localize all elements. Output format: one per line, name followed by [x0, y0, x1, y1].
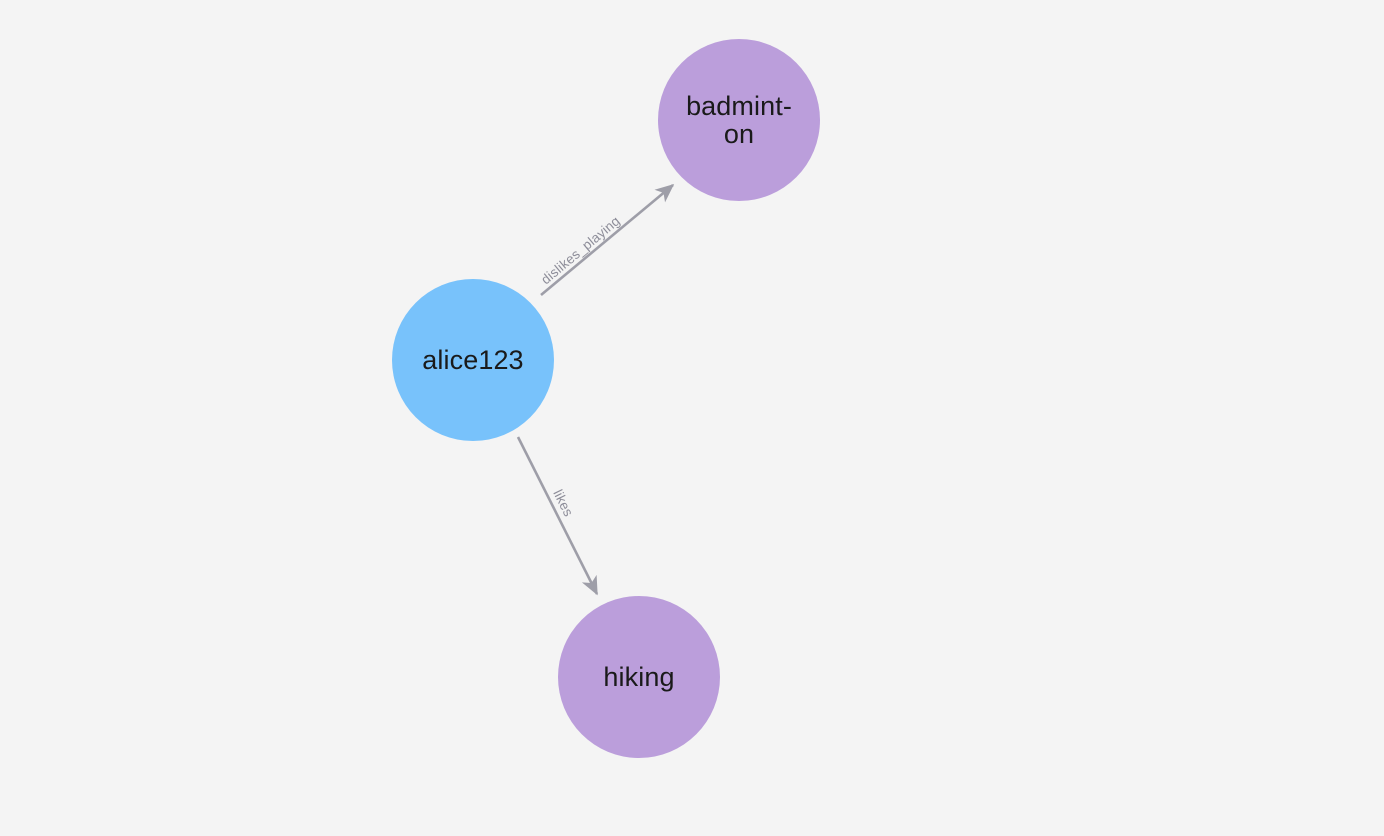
- edge-dislikes-playing-line[interactable]: [540, 184, 675, 296]
- graph-node-alice123[interactable]: alice123: [392, 279, 554, 441]
- edge-likes-line[interactable]: [516, 436, 599, 596]
- graph-node-alice123-label: alice123: [422, 345, 524, 375]
- graph-node-hiking[interactable]: hiking: [558, 596, 720, 758]
- graph-node-hiking-label: hiking: [603, 662, 675, 692]
- graph-node-badminton-label: badmint- on: [686, 91, 792, 149]
- graph-node-badminton[interactable]: badmint- on: [658, 39, 820, 201]
